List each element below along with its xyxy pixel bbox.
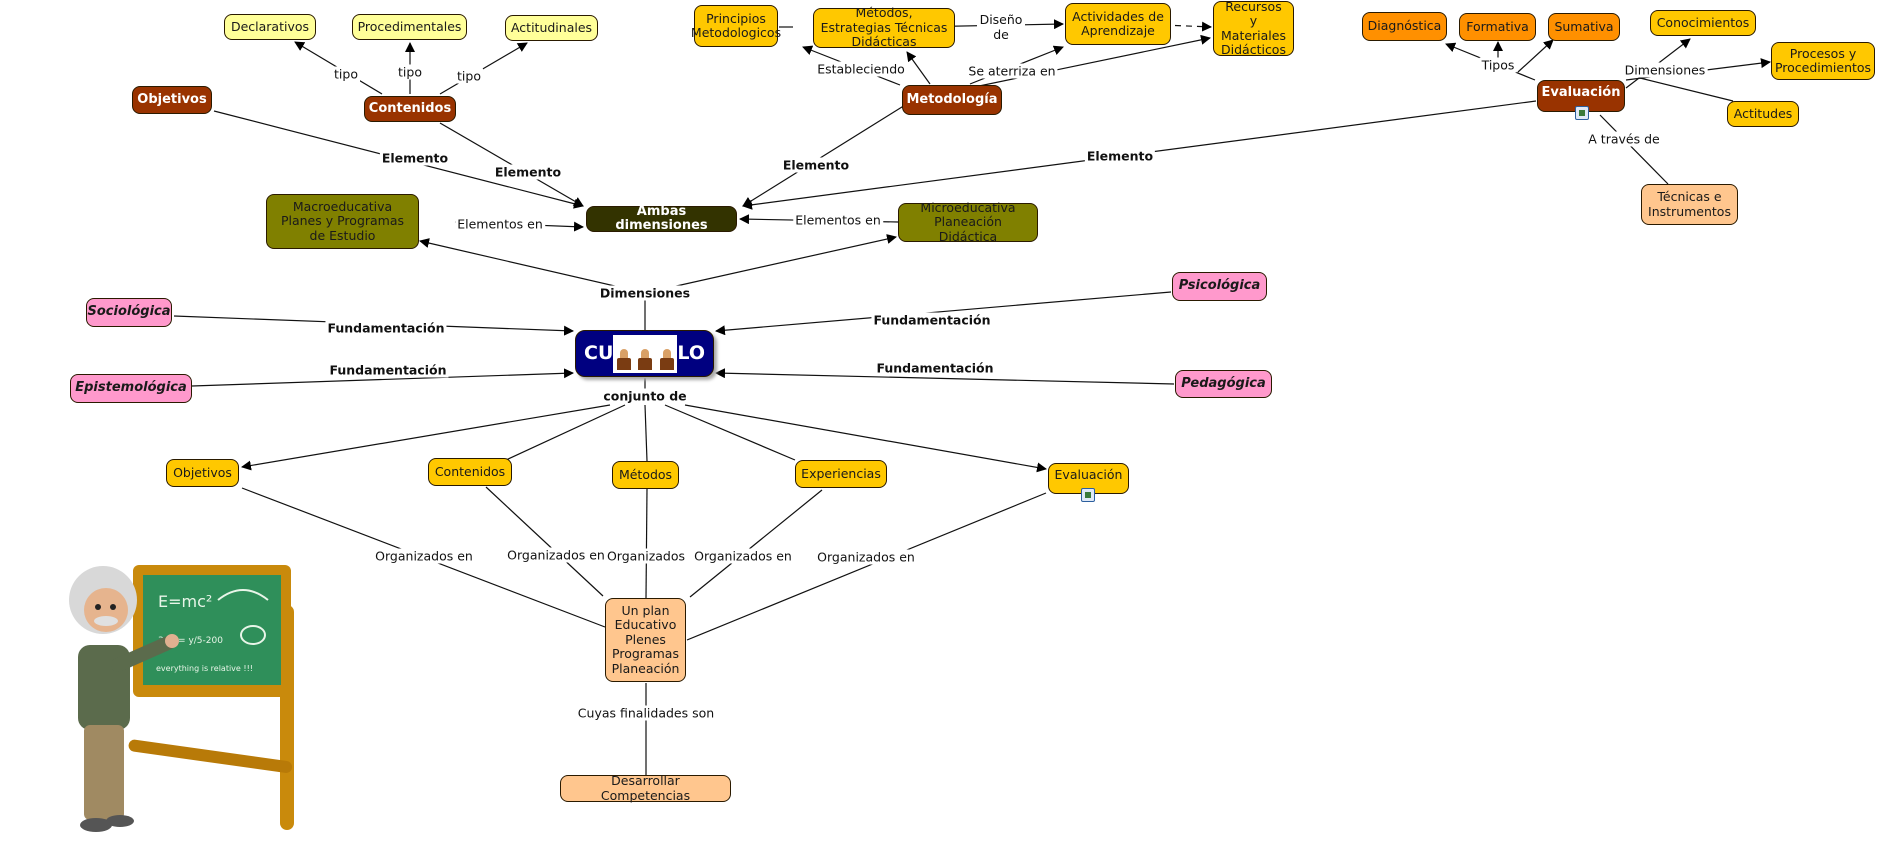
node-plan-educativo[interactable]: Un plan Educativo Plenes Programas Plane… bbox=[605, 598, 686, 682]
link-label-tipos: Tipos bbox=[1479, 57, 1517, 73]
curriculo-text-right: LO bbox=[677, 342, 705, 365]
node-experiencias[interactable]: Experiencias bbox=[795, 460, 887, 488]
node-metodos[interactable]: Métodos bbox=[612, 461, 679, 489]
node-actitudes[interactable]: Actitudes bbox=[1727, 101, 1799, 127]
link-label-elementos-en: Elementos en bbox=[455, 216, 545, 232]
node-actividades[interactable]: Actividades de Aprendizaje bbox=[1065, 3, 1171, 45]
link-line bbox=[664, 404, 796, 461]
svg-text:everything is relative !!!: everything is relative !!! bbox=[156, 664, 253, 673]
node-sumativa[interactable]: Sumativa bbox=[1548, 13, 1620, 41]
link-label-organizados-en: Organizados en bbox=[815, 549, 917, 565]
link-label-dimensiones: Dimensiones bbox=[597, 285, 693, 301]
node-pedagogica[interactable]: Pedagógica bbox=[1175, 370, 1272, 398]
link-line bbox=[645, 488, 648, 599]
desk-icon bbox=[659, 348, 674, 370]
link-line bbox=[1517, 39, 1554, 73]
node-procesos[interactable]: Procesos y Procedimientos bbox=[1771, 42, 1875, 80]
link-label-conjunto-de: conjunto de bbox=[601, 388, 689, 404]
link-line bbox=[715, 368, 1175, 385]
node-conocimientos[interactable]: Conocimientos bbox=[1650, 10, 1756, 36]
node-contenidos[interactable]: Contenidos bbox=[428, 458, 512, 486]
desk-icon bbox=[617, 348, 632, 370]
link-label-tipo: tipo bbox=[455, 68, 483, 84]
link-line bbox=[191, 368, 574, 387]
svg-text:E=mc²: E=mc² bbox=[158, 592, 212, 611]
node-epistemologica[interactable]: Epistemológica bbox=[70, 374, 192, 403]
link-label-fundamentacion: Fundamentación bbox=[874, 360, 996, 376]
link-label-fundamentacion: Fundamentación bbox=[871, 312, 993, 328]
link-line bbox=[1599, 114, 1669, 185]
node-objetivos[interactable]: Objetivos bbox=[166, 459, 239, 487]
image-icon[interactable] bbox=[1081, 488, 1095, 502]
desk-icon bbox=[638, 348, 653, 370]
node-curriculo[interactable]: CU LO bbox=[575, 330, 714, 377]
link-label-elemento: Elemento bbox=[780, 157, 852, 173]
link-label-organizados-en: Organizados en bbox=[373, 548, 475, 564]
curriculo-text-left: CU bbox=[584, 342, 614, 365]
node-contenidos-top[interactable]: Contenidos bbox=[364, 96, 456, 122]
node-formativa[interactable]: Formativa bbox=[1459, 13, 1536, 41]
link-label-organizados-en: Organizados en bbox=[692, 548, 794, 564]
node-sociologica[interactable]: Sociológica bbox=[86, 298, 172, 327]
link-line bbox=[689, 489, 823, 598]
node-tecnicas[interactable]: Técnicas e Instrumentos bbox=[1641, 184, 1738, 225]
node-metodos-estrategias[interactable]: Métodos, Estrategias Técnicas Didácticas bbox=[813, 6, 955, 49]
link-label-elemento: Elemento bbox=[492, 164, 564, 180]
node-ambas-dimensiones[interactable]: Ambas dimensiones bbox=[586, 204, 737, 233]
node-psicologica[interactable]: Psicológica bbox=[1172, 272, 1267, 301]
link-line bbox=[906, 51, 931, 85]
link-label-elemento: Elemento bbox=[1084, 148, 1156, 164]
node-desarrollar-competencias[interactable]: Desarrollar Competencias bbox=[560, 773, 731, 802]
link-label-dimensiones: Dimensiones bbox=[1622, 62, 1708, 78]
link-label-tipo: tipo bbox=[332, 66, 360, 82]
svg-text:365 = y/5-200: 365 = y/5-200 bbox=[158, 636, 223, 646]
node-macroeducativa[interactable]: Macroeducativa Planes y Programas de Est… bbox=[266, 194, 419, 249]
link-label-cuyas-finalidades: Cuyas finalidades son bbox=[575, 705, 717, 721]
einstein-figure bbox=[69, 566, 179, 832]
link-label-se-aterriza: Se aterriza en bbox=[966, 63, 1058, 79]
link-label-elementos-en: Elementos en bbox=[793, 212, 883, 228]
link-line bbox=[954, 34, 1211, 92]
link-line bbox=[742, 96, 919, 207]
node-declarativos[interactable]: Declarativos bbox=[224, 14, 316, 40]
einstein-teacher-illustration: E=mc² 365 = y/5-200 everything is relati… bbox=[69, 565, 294, 832]
link-label-elemento: Elemento bbox=[379, 150, 451, 166]
link-line bbox=[241, 404, 611, 471]
link-line bbox=[684, 404, 1047, 473]
link-line bbox=[419, 238, 646, 294]
link-line bbox=[715, 291, 1172, 336]
link-label-a-traves: A través de bbox=[1586, 131, 1662, 147]
link-line bbox=[505, 404, 626, 461]
link-line bbox=[1639, 77, 1734, 102]
link-label-fundamentacion: Fundamentación bbox=[325, 320, 447, 336]
node-diagnostica[interactable]: Diagnóstica bbox=[1362, 12, 1447, 41]
chalkboard-stand: E=mc² 365 = y/5-200 everything is relati… bbox=[128, 565, 294, 830]
node-objetivos-top[interactable]: Objetivos bbox=[132, 86, 212, 114]
students-at-desks-image bbox=[613, 334, 678, 373]
link-line bbox=[485, 486, 604, 597]
link-label-organizados: Organizados bbox=[604, 548, 688, 564]
document-icon[interactable] bbox=[1575, 106, 1589, 120]
node-metodologia[interactable]: Metodología bbox=[902, 85, 1002, 115]
node-procedimentales[interactable]: Procedimentales bbox=[352, 14, 467, 40]
link-label-fundamentacion: Fundamentación bbox=[327, 362, 449, 378]
node-actitudinales[interactable]: Actitudinales bbox=[505, 15, 598, 41]
link-label-diseno: Diseño de bbox=[977, 12, 1025, 42]
link-label-estableciendo: Estableciendo bbox=[815, 61, 907, 77]
link-line bbox=[644, 234, 897, 294]
link-label-tipo: tipo bbox=[396, 64, 424, 80]
link-line bbox=[686, 492, 1047, 641]
link-line bbox=[439, 42, 528, 95]
link-line bbox=[1163, 21, 1212, 32]
node-principios[interactable]: Principios Metodologicos bbox=[691, 5, 781, 47]
link-line bbox=[644, 404, 648, 462]
node-microeducativa[interactable]: Microeducativa Planeación Didáctica bbox=[898, 200, 1038, 244]
node-recursos[interactable]: Recursos y Materiales Didácticos bbox=[1213, 0, 1294, 57]
link-label-organizados-en: Organizados en bbox=[505, 547, 607, 563]
